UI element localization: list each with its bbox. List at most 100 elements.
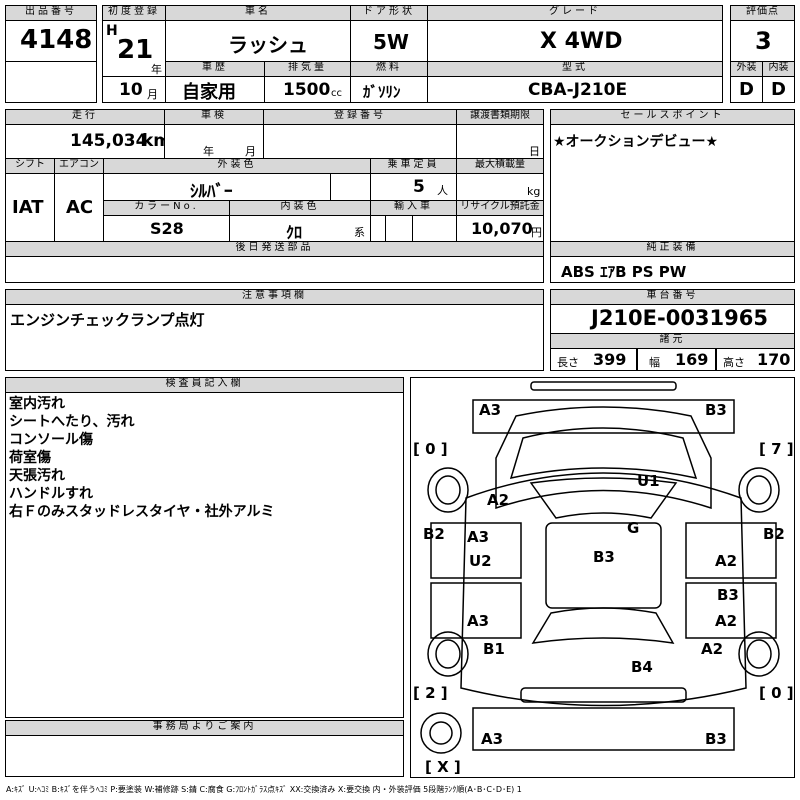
inspection-label: 車検 bbox=[164, 109, 264, 125]
car-outline bbox=[420, 381, 780, 754]
door-label: ドア形状 bbox=[350, 5, 428, 21]
mileage: 145,034 bbox=[70, 131, 148, 151]
ext-color-label: 外装色 bbox=[103, 158, 371, 174]
ext-color: ｼﾙﾊﾞｰ bbox=[190, 182, 233, 202]
load-box: kg bbox=[456, 173, 544, 201]
office-box bbox=[5, 735, 404, 777]
sales-label: セールスポイント bbox=[550, 109, 795, 125]
tire-br-value: 0 bbox=[771, 684, 782, 702]
insp-month-unit: 月 bbox=[245, 145, 256, 158]
int-score-box: D bbox=[762, 76, 795, 103]
genuine-label: 純正装備 bbox=[550, 241, 795, 257]
inspector-label: 検査員記入欄 bbox=[5, 377, 404, 393]
model-label: 型式 bbox=[427, 61, 723, 77]
era: H bbox=[106, 23, 118, 39]
score-label: 評価点 bbox=[730, 5, 795, 21]
load-unit: kg bbox=[527, 185, 541, 198]
genuine-equipment: ABS ｴｱB PS PW bbox=[561, 263, 687, 281]
damage-mark: G bbox=[627, 519, 640, 537]
width-label: 幅 bbox=[649, 356, 660, 369]
history-box: 自家用 bbox=[165, 76, 265, 103]
reg-year: 21 bbox=[117, 35, 154, 65]
ext-color-box: ｼﾙﾊﾞｰ bbox=[103, 173, 331, 202]
color-no: S28 bbox=[150, 219, 184, 238]
recycle: 10,070 bbox=[471, 219, 533, 238]
height: 170 bbox=[757, 350, 791, 369]
office-label: 事務局よりご案内 bbox=[5, 720, 404, 736]
damage-mark: A3 bbox=[467, 612, 490, 630]
width: 169 bbox=[675, 350, 709, 369]
notes: エンジンチェックランプ点灯 bbox=[10, 311, 205, 329]
lot-blank bbox=[5, 61, 97, 103]
month-unit: 月 bbox=[147, 88, 158, 101]
damage-mark: B4 bbox=[631, 658, 653, 676]
chassis-box: J210E-0031965 bbox=[550, 304, 795, 334]
model: CBA-J210E bbox=[528, 80, 628, 100]
int-color-unit: 系 bbox=[354, 226, 365, 239]
first-reg-box: H 21 年 bbox=[102, 20, 166, 77]
dims-box: 長さ 399 幅 169 高さ 170 bbox=[550, 348, 795, 371]
score: 3 bbox=[755, 27, 772, 55]
capacity: 5 bbox=[413, 177, 425, 197]
registration-label: 登録番号 bbox=[263, 109, 457, 125]
grade-box: X 4WD bbox=[427, 20, 723, 62]
damage-mark: A2 bbox=[487, 491, 510, 509]
sales-box: ★オークションデビュー★ bbox=[550, 124, 795, 242]
damage-mark: B3 bbox=[593, 548, 615, 566]
history: 自家用 bbox=[182, 82, 236, 103]
inspector-box: 室内汚れ シートへたり、汚れ コンソール傷 荷室傷 天張汚れ ハンドルすれ 右Ｆ… bbox=[5, 392, 404, 718]
car-name-label: 車名 bbox=[165, 5, 351, 21]
shift-box: IAT bbox=[5, 173, 55, 242]
inspector-line: シートへたり、汚れ bbox=[9, 414, 135, 430]
genuine-box: ABS ｴｱB PS PW bbox=[550, 256, 795, 283]
inspector-line: 右Ｆのみスタッドレスタイヤ・社外アルミ bbox=[9, 504, 275, 520]
ext-color-extra bbox=[330, 173, 371, 201]
damage-mark: B2 bbox=[423, 525, 445, 543]
damage-mark: B3 bbox=[705, 401, 727, 419]
history-label: 車歴 bbox=[165, 61, 265, 77]
inspector-line: 荷室傷 bbox=[9, 450, 51, 466]
inspector-line: コンソール傷 bbox=[9, 432, 93, 448]
car-diagram: [ 0 ] [ 7 ] [ 2 ] [ 0 ] [ X ] A3 B3 A2 U… bbox=[410, 377, 795, 778]
first-reg-label: 初度登録 bbox=[102, 5, 166, 21]
displacement: 1500 bbox=[283, 80, 331, 100]
recycle-box: 10,070 円 bbox=[456, 215, 544, 242]
chassis-number: J210E-0031965 bbox=[591, 306, 768, 330]
import-split bbox=[385, 215, 413, 242]
inspector-notes: 室内汚れ シートへたり、汚れ コンソール傷 荷室傷 天張汚れ ハンドルすれ 右Ｆ… bbox=[9, 395, 274, 521]
int-score: D bbox=[771, 79, 786, 100]
tire-bl: [ 2 ] bbox=[413, 684, 448, 702]
month-box: 10 月 bbox=[102, 76, 166, 103]
height-label: 高さ bbox=[723, 356, 745, 369]
color-no-box: S28 bbox=[103, 215, 230, 242]
grade: X 4WD bbox=[540, 29, 623, 54]
fuel-label: 燃料 bbox=[350, 61, 428, 77]
score-box: 3 bbox=[730, 20, 795, 62]
damage-mark: U2 bbox=[469, 552, 492, 570]
registration-box bbox=[263, 124, 457, 159]
door: 5W bbox=[373, 30, 409, 54]
damage-mark: A3 bbox=[467, 528, 490, 546]
ac-box: AC bbox=[54, 173, 104, 242]
load-label: 最大積載量 bbox=[456, 158, 544, 174]
fuel: ｶﾞｿﾘﾝ bbox=[363, 83, 401, 101]
notes-label: 注意事項欄 bbox=[5, 289, 544, 305]
dims-split-1 bbox=[636, 348, 638, 371]
deadline-box: 日 bbox=[456, 124, 544, 159]
ext-score: D bbox=[739, 79, 754, 100]
lot-number: 4148 bbox=[20, 25, 93, 55]
km-unit: km bbox=[142, 131, 172, 151]
damage-mark: U1 bbox=[637, 472, 660, 490]
dims-label: 諸元 bbox=[550, 333, 795, 349]
year-unit: 年 bbox=[151, 63, 162, 76]
ext-score-box: D bbox=[730, 76, 763, 103]
damage-mark: B3 bbox=[705, 730, 727, 748]
later-parts-label: 後日発送部品 bbox=[5, 241, 544, 257]
capacity-box: 5 人 bbox=[370, 173, 457, 201]
damage-mark: B1 bbox=[483, 640, 505, 658]
grade-label: グレード bbox=[427, 5, 723, 21]
int-color: ｸﾛ bbox=[286, 223, 303, 242]
car-name: ラッシュ bbox=[228, 33, 308, 57]
door-box: 5W bbox=[350, 20, 428, 62]
fuel-box: ｶﾞｿﾘﾝ bbox=[350, 76, 428, 103]
